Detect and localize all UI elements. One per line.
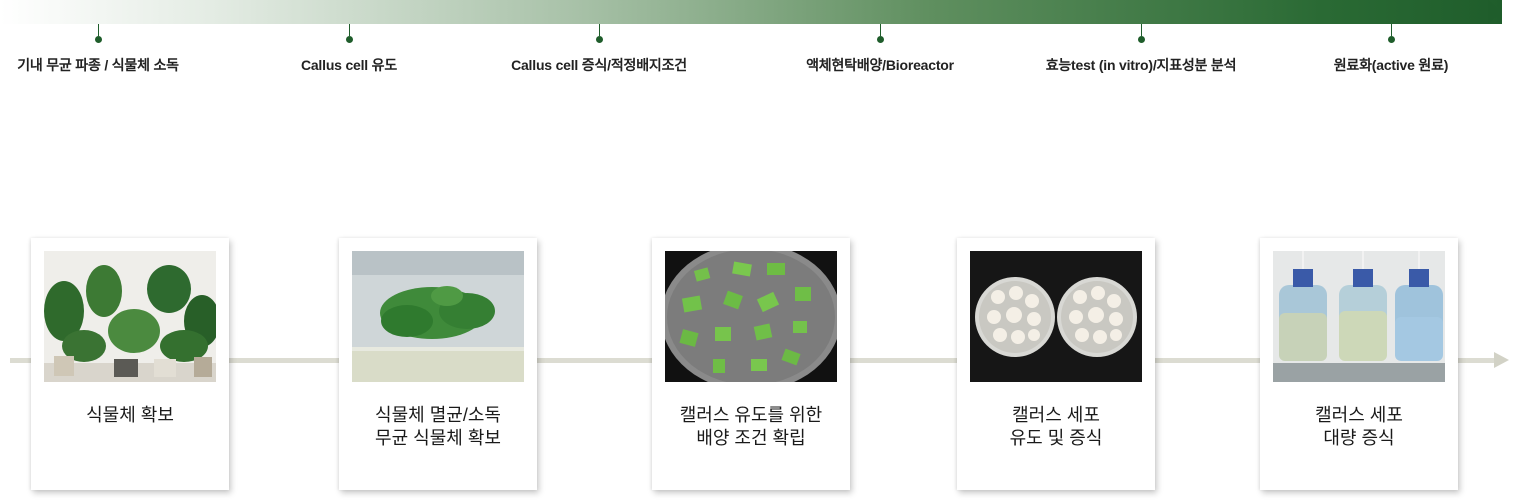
process-card-5: 캘러스 세포 대량 증식	[1260, 238, 1458, 490]
step-dot-icon	[1387, 36, 1395, 43]
card-caption: 캘러스 세포 대량 증식	[1315, 405, 1403, 448]
step-tick	[598, 24, 600, 36]
top-process-arrow-bar	[0, 0, 1502, 24]
step-dot-icon	[876, 36, 884, 43]
callus-petri-dishes-photo	[970, 251, 1142, 382]
bioreactor-bottles-photo	[1273, 251, 1445, 382]
timeline-step-3: Callus cell 증식/적정배지조건	[469, 24, 729, 75]
process-card-1: 식물체 확보	[31, 238, 229, 490]
step-label: 액체현탁배양/Bioreactor	[806, 57, 954, 73]
step-label: 원료화(active 원료)	[1333, 57, 1449, 73]
step-dot-icon	[1137, 36, 1145, 43]
step-tick	[1390, 24, 1392, 36]
step-tick	[348, 24, 350, 36]
step-dot-icon	[595, 36, 603, 43]
step-label: 효능test (in vitro)/지표성분 분석	[1045, 57, 1237, 73]
step-label: Callus cell 증식/적정배지조건	[511, 57, 687, 73]
sterile-plant-container-photo	[352, 251, 524, 382]
timeline-step-4: 액체현탁배양/Bioreactor	[750, 24, 1010, 75]
timeline-step-6: 원료화(active 원료)	[1261, 24, 1521, 75]
process-card-3: 캘러스 유도를 위한 배양 조건 확립	[652, 238, 850, 490]
top-arrowhead-icon	[1488, 0, 1501, 24]
step-dot-icon	[94, 36, 102, 43]
petri-dish-leaf-explants-photo	[665, 251, 837, 382]
card-caption: 식물체 멸균/소독 무균 식물체 확보	[375, 405, 501, 448]
timeline-step-2: Callus cell 유도	[219, 24, 479, 75]
potted-plants-photo	[44, 251, 216, 382]
step-label: 기내 무균 파종 / 식물체 소독	[17, 57, 179, 73]
timeline-step-5: 효능test (in vitro)/지표성분 분석	[1011, 24, 1271, 75]
step-label: Callus cell 유도	[300, 57, 398, 73]
step-tick	[879, 24, 881, 36]
card-caption: 캘러스 세포 유도 및 증식	[1009, 405, 1103, 448]
process-card-2: 식물체 멸균/소독 무균 식물체 확보	[339, 238, 537, 490]
card-caption: 캘러스 유도를 위한 배양 조건 확립	[679, 405, 823, 448]
timeline-step-1: 기내 무균 파종 / 식물체 소독	[0, 24, 228, 75]
card-caption: 식물체 확보	[86, 405, 174, 425]
step-dot-icon	[345, 36, 353, 43]
process-card-4: 캘러스 세포 유도 및 증식	[957, 238, 1155, 490]
bottom-arrowhead-icon	[1494, 352, 1509, 368]
step-tick	[1140, 24, 1142, 36]
step-tick	[97, 24, 99, 36]
